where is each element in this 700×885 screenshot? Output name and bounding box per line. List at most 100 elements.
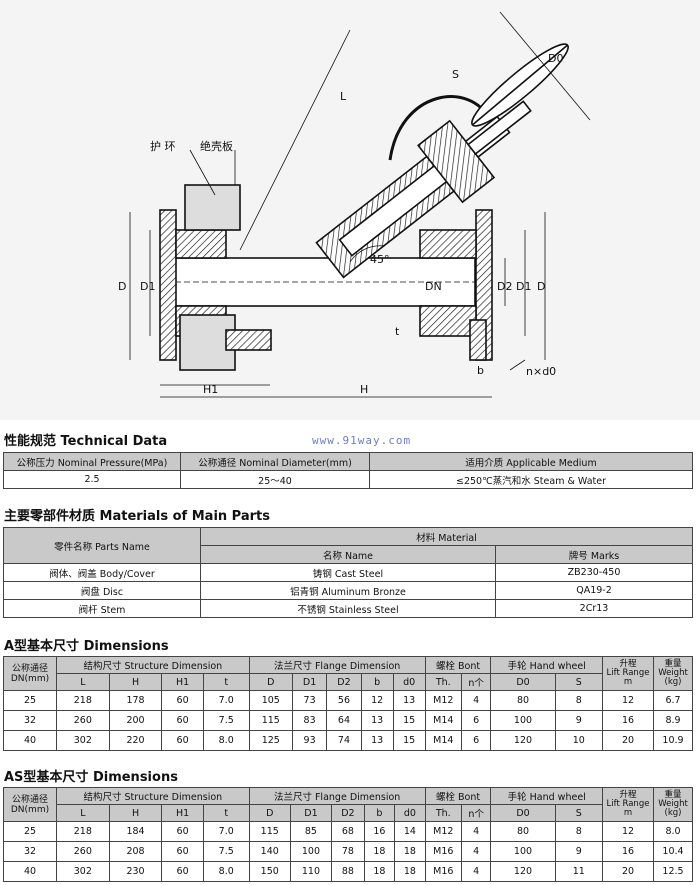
subheader: t	[202, 804, 250, 822]
dim-a-table: 公称通径 DN(mm) 结构尺寸 Structure Dimension 法兰尺…	[3, 656, 693, 751]
label-b: b	[477, 364, 484, 377]
tech-header-diameter: 公称通径 Nominal Diameter(mm)	[180, 452, 370, 471]
cell: 18	[363, 841, 396, 862]
label-nxd0: n×d0	[526, 365, 556, 378]
label-H1: H1	[203, 383, 218, 396]
header-weight: 重量 Weight (kg)	[653, 656, 693, 691]
subheader: D2	[331, 804, 365, 822]
cell: 115	[248, 821, 291, 842]
materials-table: 零件名称 Parts Name 材料 Material 名称 Name 牌号 M…	[3, 527, 693, 618]
label-D-right: D	[537, 280, 545, 293]
header-dn: 公称通径 DN(mm)	[3, 787, 57, 822]
cell: 60	[161, 861, 204, 882]
label-angle: 45°	[370, 253, 390, 266]
cell: 4	[460, 690, 492, 711]
subheader: D1	[291, 673, 328, 691]
label-D0: D0	[548, 52, 563, 65]
cell: 18	[363, 861, 396, 882]
cell: 8	[554, 821, 604, 842]
cell: 6	[460, 710, 492, 731]
cell: 125	[248, 730, 293, 751]
cell: 218	[56, 821, 110, 842]
cell: 15	[392, 710, 426, 731]
header-structure: 结构尺寸 Structure Dimension	[56, 787, 250, 805]
table-row: 阀盘 Disc 铝青铜 Aluminum Bronze QA19-2	[3, 581, 693, 600]
valve-body	[159, 43, 569, 371]
header-wheel: 手轮 Hand wheel	[490, 656, 603, 674]
subheader: H	[108, 673, 163, 691]
cell: 260	[56, 841, 110, 862]
cell: 40	[3, 861, 57, 882]
cell: 40	[3, 730, 57, 751]
cell: M12	[424, 690, 462, 711]
cell: 60	[161, 710, 204, 731]
cell: 15	[392, 730, 426, 751]
cell: 60	[161, 821, 204, 842]
cell: 200	[108, 710, 163, 731]
cell: 110	[289, 861, 333, 882]
header-bolt: 螺栓 Bont	[424, 656, 492, 674]
tech-table: 公称压力 Nominal Pressure(MPa) 公称通径 Nominal …	[3, 452, 693, 489]
label-D2: D2	[497, 280, 512, 293]
cell: 32	[3, 841, 57, 862]
table-row: 阀杆 Stem 不锈钢 Stainless Steel 2Cr13	[3, 599, 693, 618]
header-bolt: 螺栓 Bont	[424, 787, 492, 805]
cell: 13	[392, 690, 426, 711]
cell: 12	[602, 690, 654, 711]
cell: 20	[602, 730, 654, 751]
cell: 铝青铜 Aluminum Bronze	[200, 581, 496, 600]
cell: 10.4	[653, 841, 693, 862]
cell: M16	[424, 861, 462, 882]
valve-drawing: 护 环 绝壳板 L S D0 D D1 DN D2 D1 D t b n×d0 …	[0, 0, 700, 420]
cell: 60	[161, 730, 204, 751]
cell: 220	[108, 730, 163, 751]
cell: 9	[554, 841, 604, 862]
cell: ZB230-450	[495, 563, 693, 582]
cell: M14	[424, 710, 462, 731]
cell: 12	[602, 821, 654, 842]
cell: 12.5	[653, 861, 693, 882]
cell: 88	[331, 861, 365, 882]
cell: 铸钢 Cast Steel	[200, 563, 496, 582]
subheader: H1	[161, 673, 204, 691]
cell: 25	[3, 821, 57, 842]
cell: 阀盘 Disc	[3, 581, 201, 600]
cell: 68	[331, 821, 365, 842]
cell: 7.0	[202, 821, 250, 842]
subheader: n个	[460, 673, 492, 691]
cell: 6.7	[653, 690, 693, 711]
label-L: L	[340, 90, 347, 103]
label-D1: D1	[140, 280, 155, 293]
cell: 60	[161, 690, 204, 711]
subheader: n个	[460, 804, 492, 822]
cell: 56	[326, 690, 362, 711]
subheader: S	[554, 804, 604, 822]
label-insulation-board: 绝壳板	[200, 139, 233, 153]
cell: 13	[360, 730, 394, 751]
subheader: D	[248, 673, 293, 691]
header-dn: 公称通径 DN(mm)	[3, 656, 57, 691]
cell: 105	[248, 690, 293, 711]
subheader: t	[202, 673, 250, 691]
cell: 6	[460, 730, 492, 751]
cell: 4	[460, 841, 492, 862]
cell: 12	[360, 690, 394, 711]
subheader: D0	[490, 673, 556, 691]
subheader: H1	[161, 804, 204, 822]
cell: 64	[326, 710, 362, 731]
cell: 302	[56, 730, 110, 751]
tech-header-pressure: 公称压力 Nominal Pressure(MPa)	[3, 452, 181, 471]
subheader: Th.	[424, 673, 462, 691]
cell: 184	[108, 821, 163, 842]
cell: 16	[602, 710, 654, 731]
tech-header-medium: 适用介质 Applicable Medium	[369, 452, 693, 471]
cell: 178	[108, 690, 163, 711]
cell: 不锈钢 Stainless Steel	[200, 599, 496, 618]
cell: 8	[554, 690, 604, 711]
dim-as-title: AS型基本尺寸 Dimensions	[4, 770, 178, 785]
cell: 阀杆 Stem	[3, 599, 201, 618]
